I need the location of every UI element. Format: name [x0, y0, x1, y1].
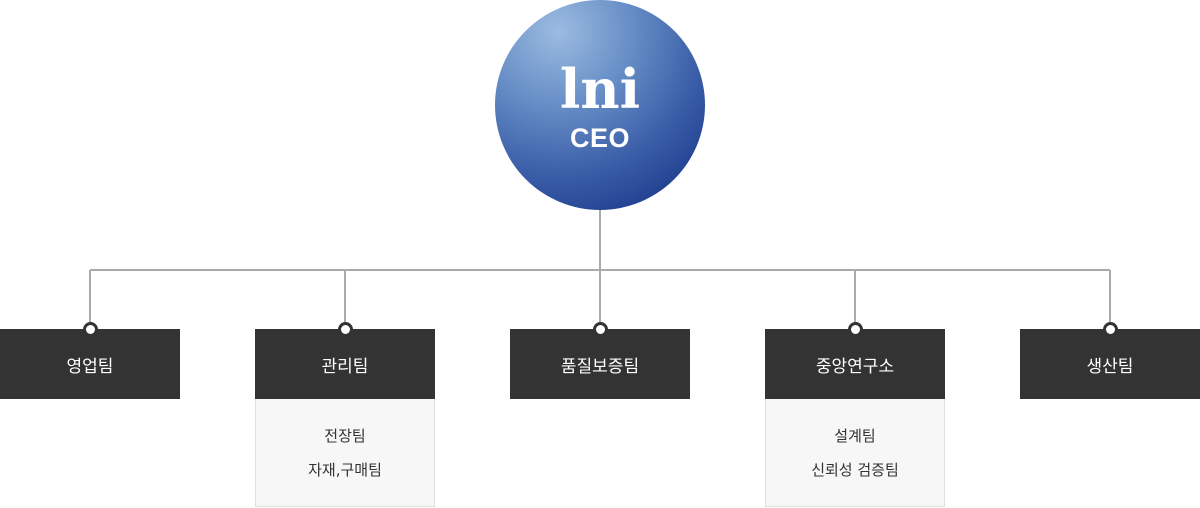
ceo-label: CEO: [569, 123, 630, 153]
subteam-label: 설계팀: [834, 426, 876, 445]
connector-dot: [1103, 322, 1118, 337]
team-box-research: 중앙연구소: [765, 329, 945, 399]
subteam-box-research: 설계팀 신뢰성 검증팀: [765, 399, 945, 507]
subteam-box-management: 전장팀 자재,구매팀: [255, 399, 435, 507]
company-logo-icon: lni: [560, 60, 640, 116]
team-label: 품질보증팀: [560, 356, 640, 377]
subteam-label: 전장팀: [324, 426, 366, 445]
subteam-label: 신뢰성 검증팀: [811, 460, 899, 479]
svg-text:lni: lni: [560, 60, 640, 116]
team-box-quality: 품질보증팀: [510, 329, 690, 399]
team-box-management: 관리팀: [255, 329, 435, 399]
team-box-sales: 영업팀: [0, 329, 180, 399]
connector-dot: [593, 322, 608, 337]
team-label: 관리팀: [321, 356, 369, 377]
team-label: 생산팀: [1086, 356, 1134, 377]
connector-dot: [338, 322, 353, 337]
team-label: 영업팀: [66, 356, 114, 377]
team-label: 중앙연구소: [815, 356, 895, 377]
connector-dot: [83, 322, 98, 337]
subteam-label: 자재,구매팀: [308, 460, 382, 479]
connector-dot: [848, 322, 863, 337]
ceo-node: lni CEO: [495, 0, 705, 210]
team-box-production: 생산팀: [1020, 329, 1200, 399]
